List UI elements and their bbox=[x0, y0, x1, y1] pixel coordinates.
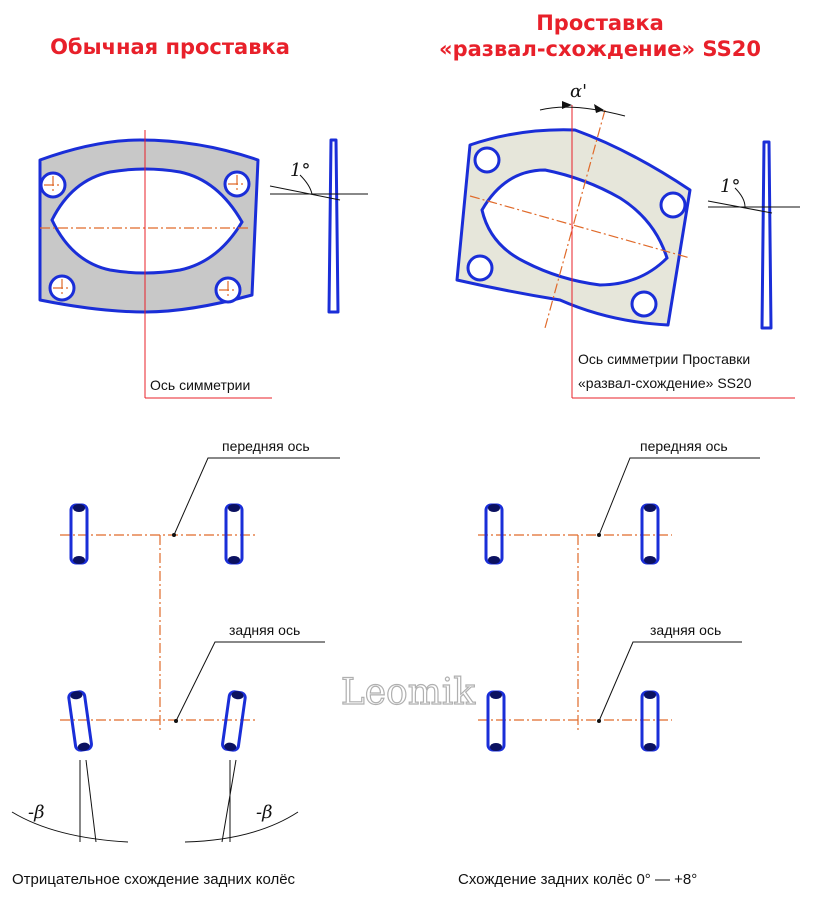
left-rear-axle-label: задняя ось bbox=[229, 622, 300, 638]
caption-negative-toe: Отрицательное схождение задних колёс bbox=[12, 871, 296, 888]
left-front-axle-leader bbox=[173, 457, 340, 536]
right-rear-axle-leader bbox=[598, 641, 742, 722]
left-chassis-axes bbox=[60, 534, 255, 730]
left-rear-wheel-right bbox=[221, 690, 247, 752]
ss20-alpha-label: α' bbox=[570, 81, 587, 102]
right-front-wheel-left bbox=[484, 503, 504, 565]
regular-axis-label: Ось симметрии bbox=[150, 377, 250, 393]
right-rear-wheel-right bbox=[640, 690, 660, 752]
ss20-spacer-profile bbox=[707, 140, 800, 330]
regular-angle-label: 1° bbox=[290, 160, 310, 181]
ss20-axis-label-line2: «развал-схождение» SS20 bbox=[578, 375, 752, 391]
left-front-wheel-right bbox=[224, 503, 244, 565]
caption-positive-toe: Схождение задних колёс 0° — +8° bbox=[458, 871, 697, 888]
ss20-angle-label: 1° bbox=[720, 176, 740, 197]
left-beta-label-right: -β bbox=[256, 802, 273, 823]
title-ss20-spacer-line1: Проставка bbox=[536, 11, 664, 35]
watermark-logo: Leomik bbox=[341, 672, 477, 713]
regular-spacer-profile bbox=[269, 138, 368, 314]
right-front-axle-label: передняя ось bbox=[640, 438, 728, 454]
right-rear-axle-label: задняя ось bbox=[650, 622, 721, 638]
left-beta-label-left: -β bbox=[28, 802, 45, 823]
left-front-axle-label: передняя ось bbox=[222, 438, 310, 454]
left-rear-axle-leader bbox=[175, 641, 325, 722]
left-front-wheel-left bbox=[69, 503, 89, 565]
ss20-spacer-plate bbox=[455, 109, 692, 329]
ss20-alpha-dimension bbox=[539, 101, 626, 117]
right-front-wheel-right bbox=[640, 503, 660, 565]
right-rear-wheel-left bbox=[486, 690, 506, 752]
right-chassis-axes bbox=[478, 534, 672, 730]
left-rear-wheel-left bbox=[67, 690, 93, 752]
regular-spacer-plate bbox=[38, 138, 260, 314]
right-front-axle-leader bbox=[598, 457, 760, 536]
title-regular-spacer: Обычная проставка bbox=[50, 35, 290, 59]
left-beta-dimensions bbox=[11, 759, 299, 843]
title-ss20-spacer-line2: «развал-схождение» SS20 bbox=[439, 37, 761, 61]
ss20-axis-label-line1: Ось симметрии Проставки bbox=[578, 351, 750, 367]
